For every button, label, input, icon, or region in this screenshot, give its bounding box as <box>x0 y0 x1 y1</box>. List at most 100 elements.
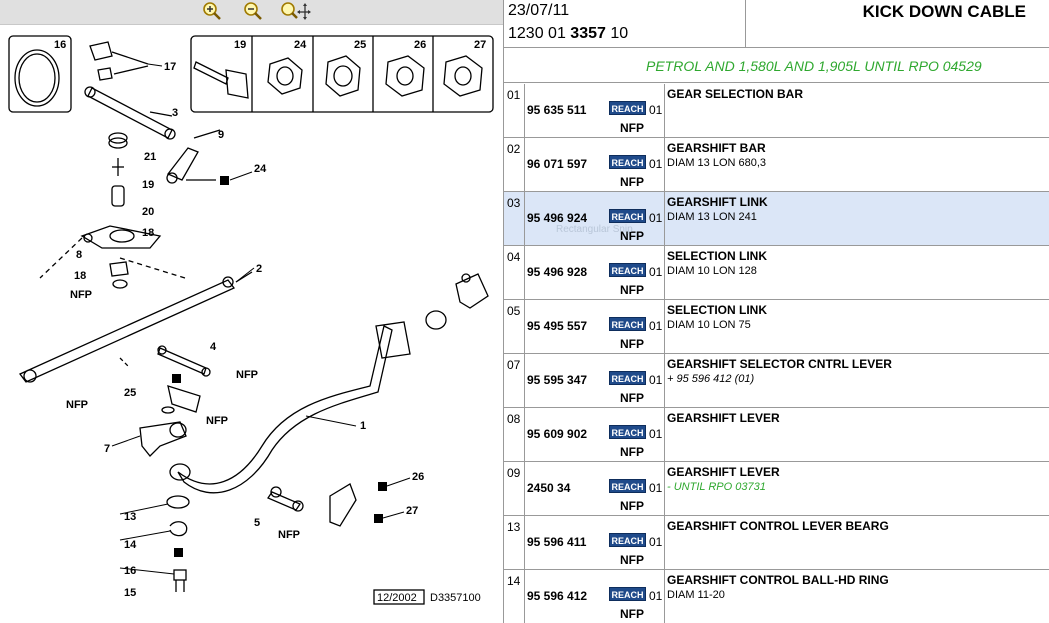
reach-badge[interactable]: REACH <box>609 425 646 439</box>
quantity: 01 <box>649 157 663 171</box>
part-reference[interactable]: 2450 34 <box>527 481 571 495</box>
part-name: GEARSHIFT BAR <box>667 141 766 155</box>
diagram-date-stamp: 12/2002 <box>377 592 417 604</box>
label-box-27: 27 <box>474 39 486 51</box>
item-16-box <box>8 35 72 113</box>
reach-badge[interactable]: REACH <box>609 371 646 385</box>
snip-overlay-text: Rectangular Snip <box>556 224 633 235</box>
row-number: 03 <box>504 192 525 245</box>
label-nfp-1: NFP <box>70 289 92 301</box>
part-name: GEAR SELECTION BAR <box>667 87 804 101</box>
label-box-25: 25 <box>354 39 366 51</box>
label-14: 14 <box>124 539 137 551</box>
part-name: GEARSHIFT LINK <box>667 195 768 209</box>
description-cell: GEARSHIFT CONTROL LEVER BEARG <box>665 516 1049 569</box>
label-25: 25 <box>124 387 136 399</box>
quantity: 01 <box>649 265 663 279</box>
zoom-pan-button[interactable] <box>278 1 312 23</box>
description-cell: GEARSHIFT LEVER - UNTIL RPO 03731 <box>665 462 1049 515</box>
header-info: 23/07/11 1230 01 3357 10 <box>504 0 746 48</box>
row-number: 09 <box>504 462 525 515</box>
part-name: SELECTION LINK <box>667 249 768 263</box>
zoom-pan-icon <box>281 2 311 20</box>
nfp-marker: NFP <box>620 283 644 297</box>
label-2: 2 <box>256 263 262 275</box>
reach-badge[interactable]: REACH <box>609 155 646 169</box>
quantity: 01 <box>649 211 663 225</box>
label-3: 3 <box>172 107 178 119</box>
label-16b: 16 <box>124 565 136 577</box>
row-number: 07 <box>504 354 525 407</box>
part-detail: DIAM 13 LON 680,3 <box>667 157 767 169</box>
label-21: 21 <box>144 151 156 163</box>
quantity: 01 <box>649 481 663 495</box>
reach-badge[interactable]: REACH <box>609 587 646 601</box>
zoom-out-icon <box>244 2 262 20</box>
label-20: 20 <box>142 206 154 218</box>
header-reference: 1230 01 3357 10 <box>508 25 629 42</box>
nfp-marker: NFP <box>620 175 644 189</box>
label-8: 8 <box>76 249 82 261</box>
part-name: GEARSHIFT LEVER <box>667 465 780 479</box>
part-reference[interactable]: 95 496 928 <box>527 265 588 279</box>
quantity: 01 <box>649 427 663 441</box>
zoom-out-button[interactable] <box>241 1 265 23</box>
nfp-marker: NFP <box>620 553 644 567</box>
label-24: 24 <box>254 163 267 175</box>
label-18b: 18 <box>74 270 86 282</box>
part-reference[interactable]: 96 071 597 <box>527 157 588 171</box>
reach-badge[interactable]: REACH <box>609 317 646 331</box>
label-18: 18 <box>142 227 154 239</box>
row-number: 04 <box>504 246 525 299</box>
label-9: 9 <box>218 129 224 141</box>
reach-badge[interactable]: REACH <box>609 479 646 493</box>
part-name: SELECTION LINK <box>667 303 768 317</box>
part-detail: - UNTIL RPO 03731 <box>667 481 766 493</box>
label-17: 17 <box>164 61 176 73</box>
description-cell: GEARSHIFT LEVER <box>665 408 1049 461</box>
zoom-in-button[interactable] <box>200 1 224 23</box>
reach-badge[interactable]: REACH <box>609 263 646 277</box>
part-reference[interactable]: 95 496 924 <box>527 211 588 225</box>
row-number: 05 <box>504 300 525 353</box>
label-5: 5 <box>254 517 260 529</box>
quantity: 01 <box>649 103 663 117</box>
description-cell: GEARSHIFT BAR DIAM 13 LON 680,3 <box>665 138 1049 191</box>
part-reference[interactable]: 95 596 411 <box>527 535 587 549</box>
diagram-toolbar <box>0 0 503 25</box>
zoom-in-icon <box>203 2 221 20</box>
label-26: 26 <box>412 471 424 483</box>
part-reference[interactable]: 95 596 412 <box>527 589 588 603</box>
part-detail: + 95 596 412 (01) <box>667 373 755 385</box>
reach-badge[interactable]: REACH <box>609 101 646 115</box>
part-reference[interactable]: 95 609 902 <box>527 427 588 441</box>
quantity: 01 <box>649 373 663 387</box>
nfp-marker: NFP <box>620 607 644 621</box>
quantity: 01 <box>649 535 663 549</box>
part-reference[interactable]: 95 595 347 <box>527 373 588 387</box>
part-reference[interactable]: 95 495 557 <box>527 319 588 333</box>
reach-badge[interactable]: REACH <box>609 533 646 547</box>
reach-badge[interactable]: REACH <box>609 209 646 223</box>
part-reference[interactable]: 95 635 511 <box>527 103 587 117</box>
